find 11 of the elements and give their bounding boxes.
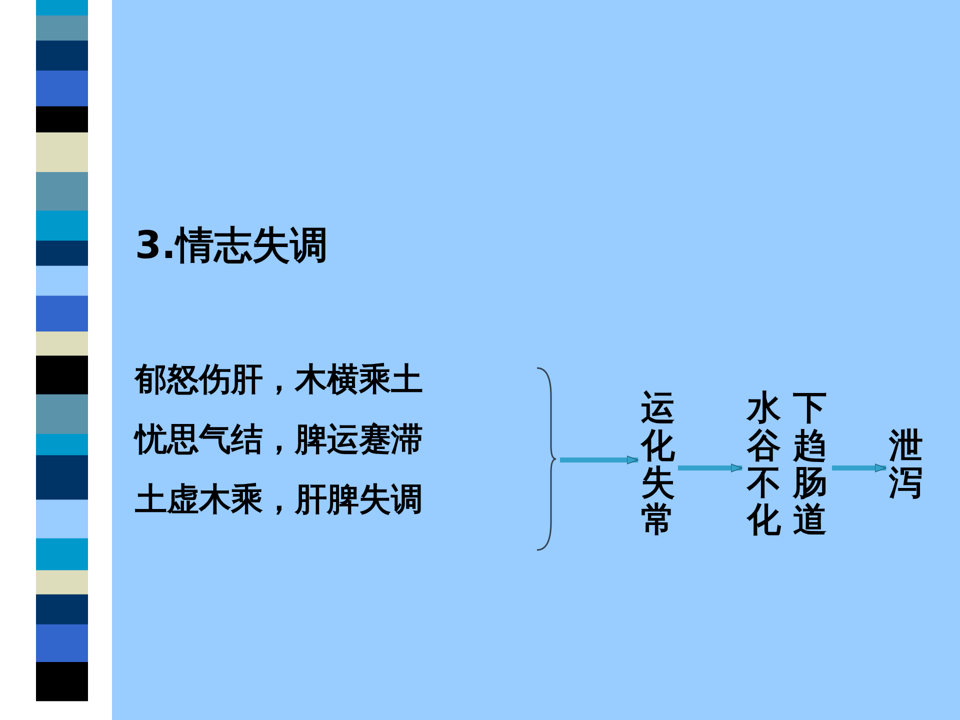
vertical-text: 下趋肠道 [793,390,827,540]
arrow [560,456,638,464]
text-line: 土虚木乘，肝脾失调 [135,480,423,518]
arrow [832,464,886,472]
vertical-text: 泄泻 [889,428,923,502]
arrow [678,464,742,472]
text-line: 忧思气结，脾运蹇滞 [135,420,423,458]
text-line: 郁怒伤肝，木横乘土 [135,360,423,398]
vertical-text: 运化失常 [641,390,675,540]
vertical-text: 水谷不化 [747,390,781,540]
slide-title: 3.情志失调 [135,222,328,269]
